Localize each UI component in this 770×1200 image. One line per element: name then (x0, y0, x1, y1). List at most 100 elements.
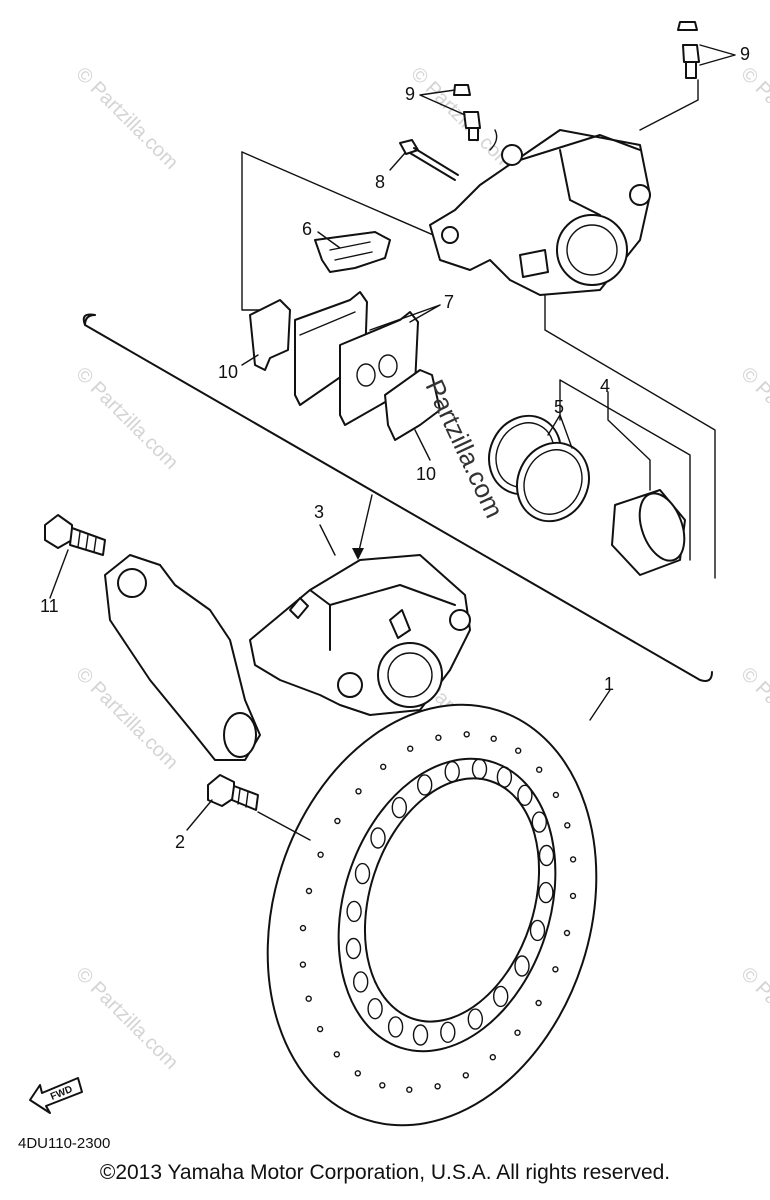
drill-hole (489, 1053, 496, 1061)
callout-5: 5 (554, 397, 564, 417)
leader-7 (369, 304, 441, 331)
group-bracket-left (241, 151, 276, 311)
drill-hole (552, 791, 560, 799)
vent-hole (353, 971, 369, 993)
drill-hole (569, 892, 577, 900)
callouts: 9 9 8 6 7 10 10 5 4 3 11 2 1 (40, 44, 750, 852)
leader-5 (547, 414, 573, 449)
leader-10b (414, 429, 431, 461)
pad-shim-left (249, 299, 291, 371)
drill-hole (299, 961, 307, 968)
callout-3: 3 (314, 502, 324, 522)
leader-6 (317, 231, 341, 249)
group-bracket-inner (559, 379, 691, 561)
vent-hole (471, 758, 488, 780)
callout-11: 11 (40, 596, 59, 616)
vent-hole (529, 919, 546, 942)
clip-wire (489, 129, 498, 151)
vent-hole (467, 1008, 483, 1030)
drill-hole (379, 1082, 386, 1089)
callout-9: 9 (405, 84, 415, 104)
bleed-screw-upper-right (677, 21, 700, 79)
fwd-arrow-icon: FWD (29, 1077, 83, 1114)
disc-holes (345, 758, 555, 1046)
caliper-pin (399, 139, 459, 181)
drill-hole (316, 1025, 324, 1033)
leader-2b (257, 811, 311, 841)
vent-hole (531, 811, 547, 833)
leader-3 (319, 524, 336, 556)
caliper-assembly (249, 554, 471, 716)
drill-hole (535, 999, 542, 1007)
explode-arrow (357, 494, 373, 556)
vent-hole (538, 844, 555, 867)
disc-bolt (207, 774, 259, 811)
caliper-body-upper (429, 129, 651, 296)
vent-hole (387, 1016, 404, 1038)
vent-hole (517, 784, 533, 806)
disc-drill-holes (299, 731, 577, 1093)
vent-hole (370, 827, 386, 849)
pad-shim-right (384, 369, 441, 441)
vent-hole (440, 1021, 456, 1044)
callout-1: 1 (604, 674, 614, 694)
drill-hole (305, 995, 312, 1002)
vent-hole (538, 881, 554, 904)
vent-hole (412, 1024, 429, 1046)
watermark: © Partzilla.com (71, 963, 182, 1074)
leader-9a-2 (639, 79, 699, 131)
explode-arrowhead (352, 548, 364, 560)
drill-hole (334, 817, 341, 825)
drill-hole (305, 887, 313, 895)
leader-8 (389, 152, 406, 171)
vent-hole (514, 955, 530, 977)
brake-pad-left (294, 291, 368, 406)
drill-hole (515, 747, 522, 754)
piston-seals (488, 414, 590, 523)
watermark: © Partzilla.com (736, 663, 770, 774)
drill-hole (552, 966, 559, 973)
drill-hole (333, 1051, 340, 1058)
callout-6: 6 (302, 219, 312, 239)
drill-hole (317, 851, 324, 858)
vent-hole (345, 937, 362, 960)
drill-hole (380, 763, 387, 770)
watermark: © Partzilla.com (736, 63, 770, 174)
vent-hole (367, 998, 383, 1020)
leader-4 (607, 391, 651, 491)
drill-hole (490, 735, 497, 742)
vent-hole (444, 761, 460, 783)
bleed-screw-upper-left (453, 84, 481, 141)
leader-11 (49, 549, 69, 599)
leader-10a (241, 354, 259, 366)
drill-hole (463, 731, 470, 738)
drill-hole (563, 929, 571, 937)
callout-10: 10 (218, 362, 238, 382)
leader-lines (49, 44, 736, 841)
leader-1 (589, 689, 611, 721)
drill-hole (569, 856, 577, 863)
drill-hole (564, 822, 571, 829)
drill-hole (514, 1029, 521, 1036)
callout-9: 9 (740, 44, 750, 64)
watermark: © Partzilla.com (71, 63, 182, 174)
vent-hole (391, 796, 407, 819)
vent-hole (496, 766, 513, 788)
drill-hole (406, 1086, 413, 1093)
leader-9a (699, 44, 736, 66)
drill-hole (407, 745, 414, 752)
callout-7: 7 (444, 292, 454, 312)
drill-hole (462, 1072, 469, 1079)
drill-hole (536, 766, 543, 773)
drill-hole (434, 1083, 441, 1090)
brake-disc (266, 703, 598, 1127)
watermark: © Partzilla.com (736, 363, 770, 474)
drill-hole (354, 1070, 361, 1077)
group-outline (82, 313, 713, 682)
vent-hole (493, 985, 509, 1008)
leader-2 (186, 799, 213, 831)
callout-8: 8 (375, 172, 385, 192)
vent-hole (354, 862, 371, 885)
bracket-bolt (44, 514, 106, 556)
